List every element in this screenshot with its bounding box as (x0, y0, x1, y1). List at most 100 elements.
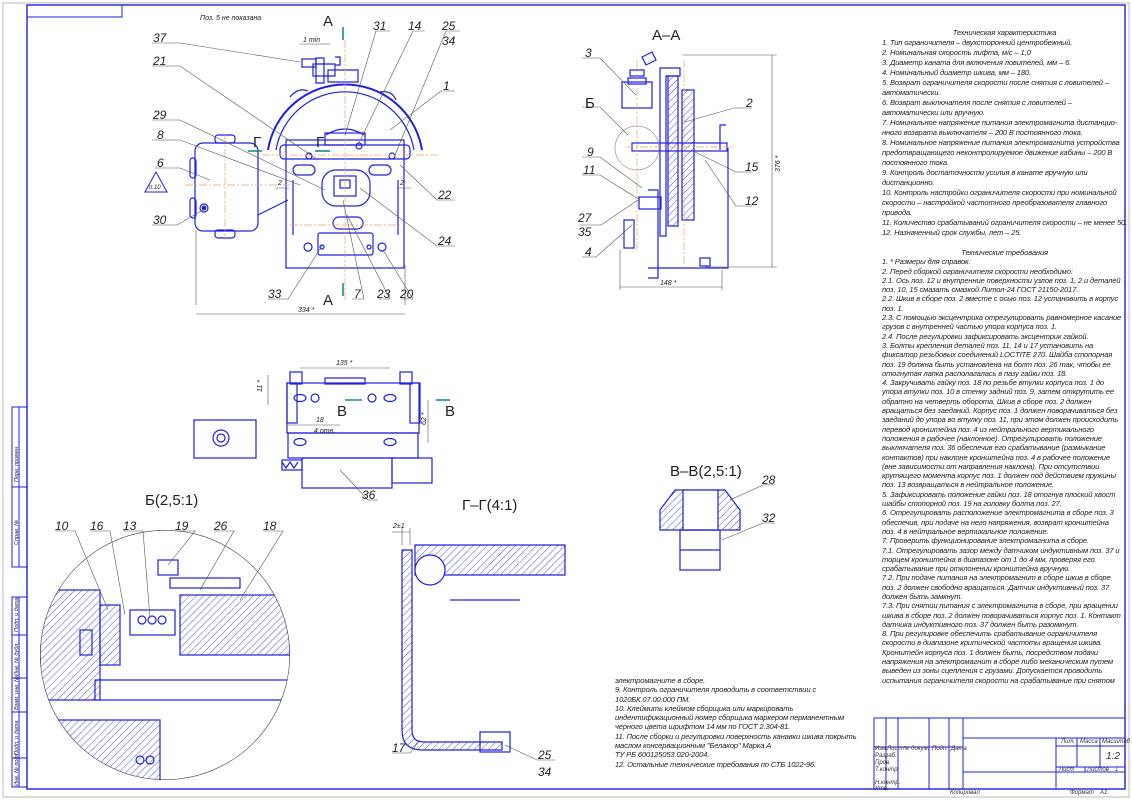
text-line: 9. Контроль ограничителя проводить в соо… (615, 685, 817, 695)
tb-sheet-label: Лист (1059, 767, 1075, 773)
section-vv-view (659, 489, 741, 571)
pos-18: 18 (263, 519, 277, 533)
text-line: 3. Диаметр каната для включения ловителе… (882, 58, 1072, 67)
title-block-grid (873, 717, 1126, 790)
pos-8: 8 (157, 128, 164, 142)
gap-dim-left: 2 (277, 180, 282, 187)
text-line: постоянного тока. (882, 158, 949, 167)
pos-15: 15 (745, 160, 759, 174)
top-stamp-box (26, 4, 123, 18)
pos-36: 36 (362, 488, 376, 502)
detail-b-leaders (55, 530, 284, 619)
tb-mass-label: Масса (1080, 739, 1098, 745)
gap-dim-2pm1: 2±1 (392, 523, 405, 530)
pos-2: 2 (745, 96, 753, 110)
strip-podp-data-1: Подп. и дата (14, 598, 20, 632)
text-line: предотвращающего неконтролируемое движен… (882, 148, 1113, 157)
text-line: шайбы стопорной поз. 19 на головку болта… (882, 499, 1062, 509)
pos-16: 16 (90, 519, 104, 533)
detail-b-title: Б(2,5:1) (145, 492, 198, 509)
width-dim-148: 148 * (660, 280, 677, 287)
text-line: 5. Зафиксировать положение гайки поз. 18… (882, 489, 1116, 499)
strip-perv-primen: Перв. примен. (14, 445, 20, 482)
text-line: положения в рабочее (наклонное). Отрегул… (882, 433, 1102, 443)
bottom-view (193, 371, 433, 489)
side-strip-labels: Перв. примен. Справ. № Подп. и дата Инв.… (14, 445, 20, 786)
tb-col-izm: Изм. (875, 746, 888, 752)
bottom-view-dims (267, 367, 429, 501)
strip-sprav: Справ. № (14, 520, 20, 545)
text-line: датчика индуктивного поз. 37 должен быть… (882, 619, 1079, 629)
tb-row-nkontr: Н.контр. (875, 780, 901, 786)
holes-count: 4 отв. (314, 428, 335, 435)
section-vv-title: В–В(2,5:1) (670, 463, 742, 480)
pos-35: 35 (578, 225, 592, 239)
pos-12: 12 (745, 194, 759, 208)
strip-vzam-inv: Взам. инв. № (14, 676, 20, 710)
text-line: 7. Проверить функционирование электромаг… (882, 536, 1089, 546)
text-line: шкива в сборе поз. 2 должен поворачивать… (882, 610, 1121, 620)
pos-11: 11 (583, 163, 595, 177)
side-strip (11, 406, 28, 788)
section-aa-leaders (579, 54, 777, 290)
text-line: 5. Возврат ограничителя скорости после с… (882, 78, 1109, 87)
text-line: поз. 1. (882, 303, 904, 313)
text-line: 10. Контроль настройки ограничителя скор… (882, 188, 1117, 197)
text-line: торцем кронштейна в диапазоне от 1 до 4 … (882, 554, 1095, 564)
text-line: автоматически или вручную. (882, 108, 985, 117)
text-line: должен быть замкнут. (882, 591, 963, 601)
pos5-note: Поз. 5 не показана (200, 15, 261, 22)
section-aa-title: А–А (652, 27, 680, 44)
text-line: 7. Номинальное напряжение питания электр… (882, 118, 1118, 127)
text-line: испытания ограничителя скорости на сраба… (882, 675, 1115, 685)
detail-b-view (40, 530, 290, 780)
pos-4: 4 (585, 245, 592, 259)
text-line: вращаться без заеданий. Корпус поз. 1 до… (882, 406, 1118, 416)
pos-24: 24 (437, 234, 452, 248)
section-mark-v-left: В (337, 403, 347, 420)
text-line: маслом консервационным "Белакор" Марка А (615, 741, 772, 751)
tb-col-doc: № докум. (903, 746, 930, 752)
text-line: 8. Номинальное напряжение питания электр… (882, 138, 1120, 147)
width-dim-334: 334 * (298, 307, 315, 314)
tb-row-razrab: Разраб. (875, 753, 897, 759)
text-line: выключателя поз. 36 обеспечив его срабат… (882, 443, 1106, 453)
inner-frame (26, 4, 1126, 790)
height-dim-376: 376 * (775, 155, 782, 172)
dim-18: 18 (316, 417, 324, 424)
text-line: 2.2. Шкив в сборе поз. 2 вместе с осью п… (882, 294, 1118, 304)
text-line: упора втулки поз. 10 в стенку задний поз… (882, 387, 1114, 397)
main-view-leaders (152, 30, 460, 315)
text-line: поз. 2 должен свободно вращаться. Датчик… (882, 582, 1110, 592)
strip-podp-data-2: Подп. и дата (14, 721, 20, 755)
dim-135: 135 * (336, 360, 353, 367)
pos-29: 29 (152, 108, 167, 122)
tb-row-tkontr: Т.контр. (875, 767, 900, 773)
gap-dim-right: 2 (399, 180, 404, 187)
text-line: электромагните в сборе. (615, 676, 706, 685)
text-line: срабатывание при отклонении кронштейна в… (882, 564, 1071, 574)
pos-3: 3 (585, 46, 592, 60)
pos-13: 13 (123, 519, 137, 533)
pos-30: 30 (153, 213, 167, 227)
technical-requirements: Технические требования 1. * Размеры для … (882, 248, 1127, 685)
text-line: обратно на четверть оборота. Шкив в сбор… (882, 396, 1092, 406)
characteristics-title: Техническая характеристика (952, 28, 1057, 37)
text-line: 1. Тип ограничителя – двухсторонний цент… (882, 38, 1073, 47)
text-line: индентификационный номер сборщика маркер… (615, 713, 845, 723)
tb-col-podp: Подп. (932, 746, 948, 752)
section-gg-leaders (392, 528, 555, 761)
tb-sheets-label: Листов (1087, 767, 1109, 773)
text-line: 7.3. При снятии питания с электромагнита… (882, 601, 1118, 611)
text-line: 2.1. Ось поз. 12 и внутренние поверхност… (882, 275, 1121, 285)
main-view-position-numbers: 37 21 29 8 6 30 31 14 25 34 1 22 24 33 7… (152, 19, 456, 301)
text-line: ТУ РБ 600125053.020-2004. (615, 750, 710, 760)
pos-37: 37 (153, 31, 168, 45)
tb-row-utv: Утв. (875, 786, 889, 792)
tb-scale-value: 1:2 (1106, 751, 1120, 762)
text-line: контактов) при наклоне кронштейна поз. 4… (882, 452, 1110, 462)
pos-22: 22 (437, 188, 452, 202)
dim-11: 11 * (257, 380, 264, 392)
tb-scale-label: Масштаб (1102, 739, 1131, 745)
